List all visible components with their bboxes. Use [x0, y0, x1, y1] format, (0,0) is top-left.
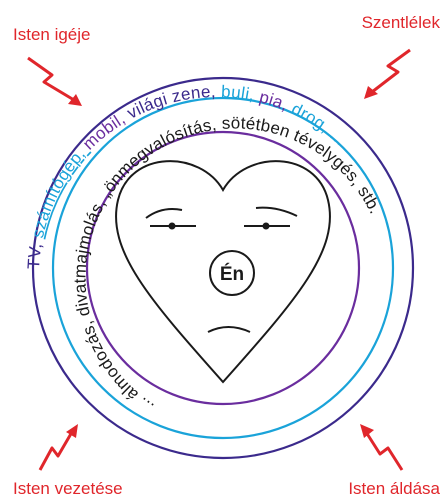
- label-bottom-right: Isten áldása: [348, 479, 440, 498]
- arrow-top-left: [28, 58, 82, 106]
- ring-word-tv: TV,: [24, 236, 47, 270]
- right-eye-pupil: [263, 223, 270, 230]
- arrow-bottom-right: [360, 424, 402, 470]
- ring-word-party: buli,: [221, 82, 262, 106]
- label-bottom-left: Isten vezetése: [13, 479, 123, 498]
- label-top-right: Szentlélek: [362, 13, 441, 32]
- arrow-bottom-left: [40, 424, 78, 470]
- center-label: Én: [220, 263, 244, 285]
- label-top-left: Isten igéje: [13, 25, 91, 44]
- right-eyebrow: [256, 208, 297, 216]
- mouth: [208, 327, 250, 332]
- left-eyebrow: [146, 209, 182, 218]
- arrow-top-right: [364, 50, 410, 99]
- ring-word-drink: pia,: [257, 87, 296, 116]
- left-eye-pupil: [169, 223, 176, 230]
- outer-ring-text: TV, számítógép, mobil, világi zene, buli…: [24, 82, 350, 270]
